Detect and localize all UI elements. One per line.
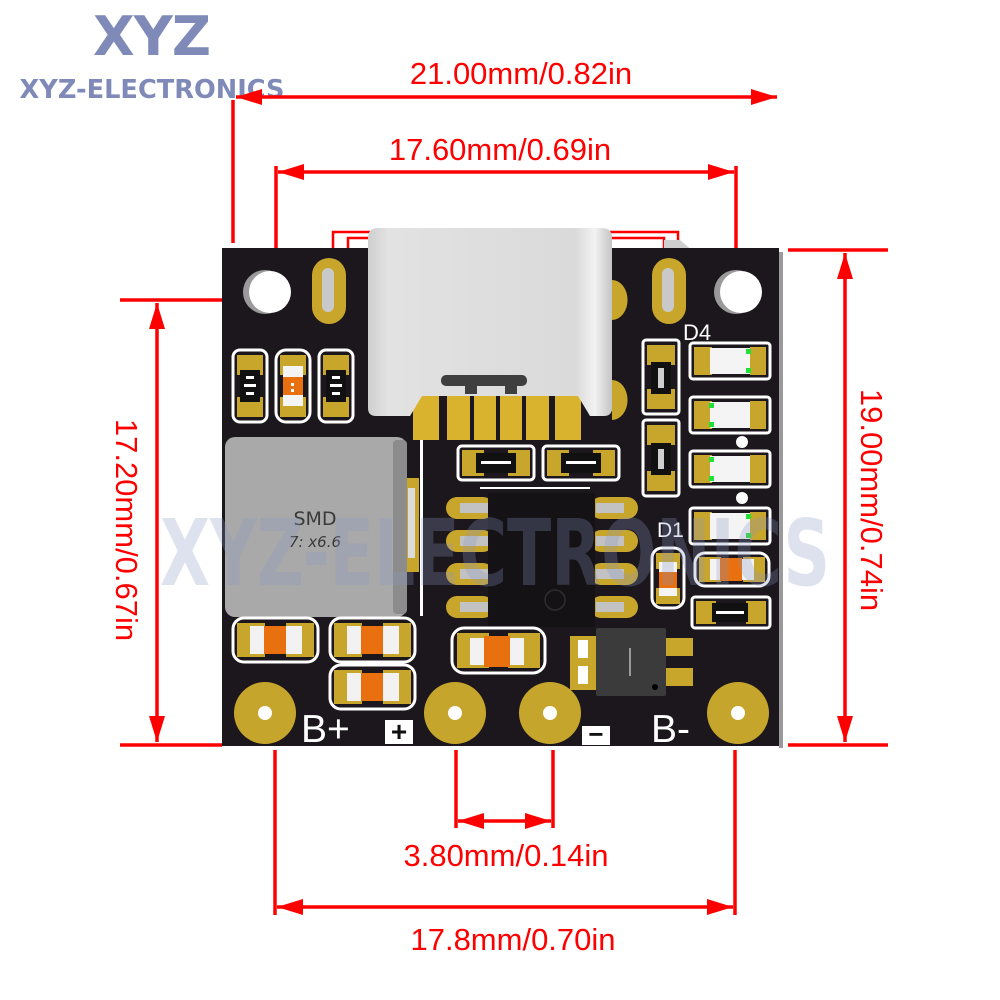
ic-body (488, 493, 595, 627)
mounting-hole-left (243, 270, 291, 314)
resistor (456, 444, 536, 482)
resistor (641, 418, 681, 498)
solder-pad-b-plus (234, 682, 296, 744)
silk-dot (736, 436, 748, 448)
ic-chip (446, 487, 638, 627)
dimension-label: 21.00mm/0.82in (410, 56, 632, 91)
silk-label-b-plus: B+ (301, 708, 350, 751)
logo-name: XYZ-ELECTRONICS (20, 75, 285, 105)
dimension-overall-width: 21.00mm/0.82in (231, 56, 777, 243)
usb-side-tab (612, 280, 628, 320)
led-d4 (688, 341, 772, 381)
usb-latch (441, 375, 527, 386)
logo-mark: XYZ (93, 5, 211, 68)
usb-c-connector (368, 228, 628, 440)
capacitor (328, 616, 417, 664)
ic-pads-left (446, 497, 494, 618)
dimension-label: 17.60mm/0.69in (389, 132, 611, 167)
dimension-label: 17.20mm/0.67in (109, 419, 144, 641)
capacitor (231, 616, 320, 664)
resistor (641, 338, 681, 416)
dimension-mount-hole-spacing: 17.60mm/0.69in (274, 132, 738, 252)
mosfet (570, 628, 693, 696)
solder-pad-minus (519, 682, 581, 744)
usb-shell (368, 228, 612, 416)
usb-side-tab (612, 380, 628, 420)
usb-shell-slot-left (312, 258, 346, 324)
capacitor (693, 551, 771, 588)
inductor-size: 7: x6.6 (289, 533, 341, 551)
capacitor (328, 663, 417, 711)
led-d1 (688, 506, 772, 546)
silk-minus-symbol: − (588, 719, 603, 749)
board-edge-shadow (779, 252, 783, 748)
dimension-pad-pitch: 3.80mm/0.14in (403, 750, 609, 873)
dimension-board-height: 19.00mm/0.74in (788, 248, 889, 747)
smd-inductor: SMD 7: x6.6 (225, 437, 423, 617)
mounting-hole-right (714, 270, 762, 314)
led-d2 (688, 449, 772, 489)
solder-pad-plus (424, 682, 486, 744)
usb-shell-slot-right (652, 258, 686, 324)
capacitor (274, 348, 312, 424)
resistor (690, 595, 772, 630)
silk-minus-box: − (582, 719, 610, 749)
silk-plus-box: + (385, 716, 413, 747)
inductor-label: SMD (293, 508, 336, 530)
dimension-outer-pad-spacing: 17.8mm/0.70in (273, 750, 737, 957)
ic-pads-right (590, 497, 638, 618)
capacitor (650, 546, 686, 610)
solder-pad-b-minus (707, 682, 769, 744)
resistor (541, 444, 621, 482)
silk-plus-symbol: + (391, 716, 407, 747)
dimension-label: 19.00mm/0.74in (854, 389, 889, 611)
pin1-marker (544, 589, 566, 611)
silk-dot (736, 492, 748, 504)
watermark: XYZ-ELECTRONICS (160, 500, 830, 607)
resistor (317, 348, 355, 424)
usb-pins (413, 392, 581, 440)
resistor (231, 348, 269, 424)
dimension-left-height: 17.20mm/0.67in (109, 298, 222, 747)
silk-label-d1: D1 (657, 519, 684, 542)
capacitor (450, 626, 547, 675)
dimension-label: 17.8mm/0.70in (410, 922, 615, 957)
dimension-label: 3.80mm/0.14in (403, 838, 608, 873)
led-d3 (688, 395, 772, 435)
silk-label-b-minus: B- (651, 708, 690, 751)
silk-label-d4: D4 (683, 320, 711, 345)
brand-logo: XYZ XYZ-ELECTRONICS (20, 5, 285, 105)
